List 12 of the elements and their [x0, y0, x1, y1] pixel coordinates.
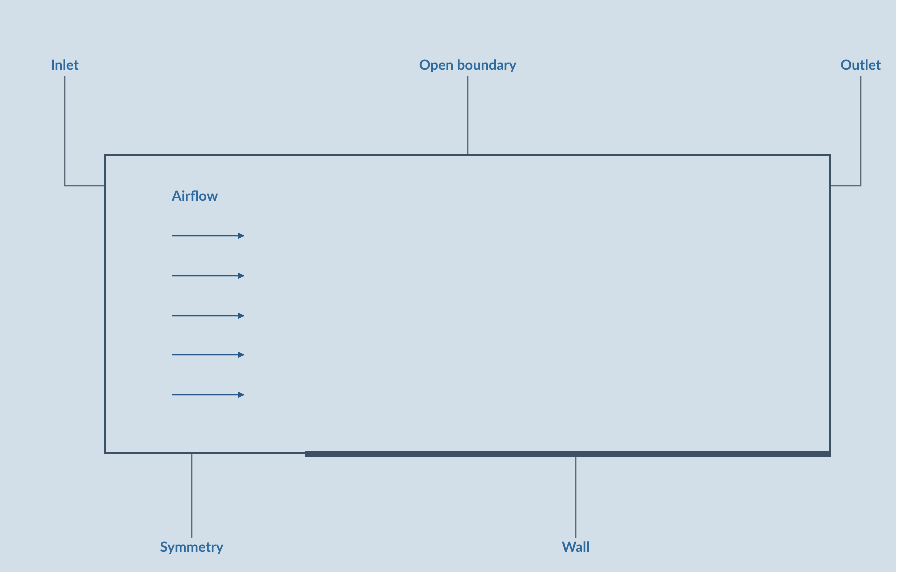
- airflow-label: Airflow: [172, 187, 218, 204]
- leader-line: [467, 76, 469, 154]
- leader-line: [575, 457, 577, 538]
- boundary-label: Wall: [555, 538, 597, 558]
- boundary-label: Inlet: [40, 56, 90, 76]
- wall-boundary: [305, 451, 831, 457]
- boundary-label: Symmetry: [146, 538, 238, 558]
- leader-line: [191, 454, 193, 538]
- leader-line: [64, 76, 104, 187]
- leader-line: [831, 76, 862, 187]
- boundary-label: Open boundary: [418, 56, 518, 76]
- boundary-label: Outlet: [834, 56, 888, 76]
